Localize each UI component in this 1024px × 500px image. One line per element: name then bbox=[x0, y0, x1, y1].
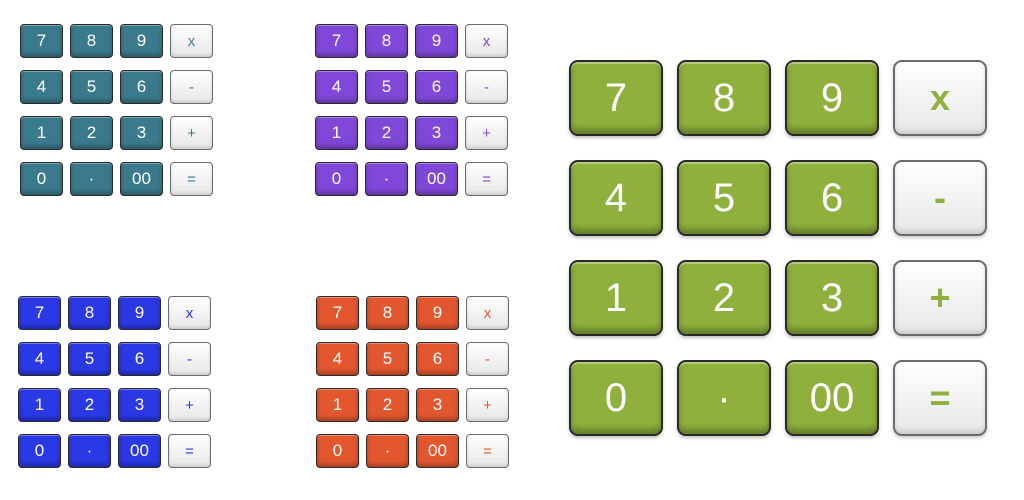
key-subtract-orange[interactable]: - bbox=[466, 342, 509, 376]
key-8-green[interactable]: 8 bbox=[677, 60, 771, 136]
key-3-teal[interactable]: 3 bbox=[120, 116, 163, 150]
key-5-orange[interactable]: 5 bbox=[366, 342, 409, 376]
key-decimal-point-teal[interactable]: · bbox=[70, 162, 113, 196]
key-add-purple[interactable]: + bbox=[465, 116, 508, 150]
key-3-orange[interactable]: 3 bbox=[416, 388, 459, 422]
key-2-orange[interactable]: 2 bbox=[366, 388, 409, 422]
key-9-blue[interactable]: 9 bbox=[118, 296, 161, 330]
key-multiply-green[interactable]: x bbox=[893, 60, 987, 136]
key-6-purple[interactable]: 6 bbox=[415, 70, 458, 104]
key-0-green[interactable]: 0 bbox=[569, 360, 663, 436]
key-9-teal[interactable]: 9 bbox=[120, 24, 163, 58]
key-4-teal[interactable]: 4 bbox=[20, 70, 63, 104]
key-subtract-blue[interactable]: - bbox=[168, 342, 211, 376]
key-decimal-point-green[interactable]: · bbox=[677, 360, 771, 436]
key-0-teal[interactable]: 0 bbox=[20, 162, 63, 196]
key-double-zero-green[interactable]: 00 bbox=[785, 360, 879, 436]
key-add-teal[interactable]: + bbox=[170, 116, 213, 150]
key-4-blue[interactable]: 4 bbox=[18, 342, 61, 376]
key-8-teal[interactable]: 8 bbox=[70, 24, 113, 58]
key-equals-green[interactable]: = bbox=[893, 360, 987, 436]
key-double-zero-blue[interactable]: 00 bbox=[118, 434, 161, 468]
key-decimal-point-blue[interactable]: · bbox=[68, 434, 111, 468]
key-6-blue[interactable]: 6 bbox=[118, 342, 161, 376]
key-7-purple[interactable]: 7 bbox=[315, 24, 358, 58]
key-double-zero-teal[interactable]: 00 bbox=[120, 162, 163, 196]
key-8-blue[interactable]: 8 bbox=[68, 296, 111, 330]
key-2-teal[interactable]: 2 bbox=[70, 116, 113, 150]
key-3-blue[interactable]: 3 bbox=[118, 388, 161, 422]
key-6-green[interactable]: 6 bbox=[785, 160, 879, 236]
key-4-purple[interactable]: 4 bbox=[315, 70, 358, 104]
key-5-teal[interactable]: 5 bbox=[70, 70, 113, 104]
key-2-blue[interactable]: 2 bbox=[68, 388, 111, 422]
key-0-blue[interactable]: 0 bbox=[18, 434, 61, 468]
key-9-orange[interactable]: 9 bbox=[416, 296, 459, 330]
key-7-teal[interactable]: 7 bbox=[20, 24, 63, 58]
key-1-orange[interactable]: 1 bbox=[316, 388, 359, 422]
key-multiply-orange[interactable]: x bbox=[466, 296, 509, 330]
key-multiply-purple[interactable]: x bbox=[465, 24, 508, 58]
key-2-green[interactable]: 2 bbox=[677, 260, 771, 336]
key-5-blue[interactable]: 5 bbox=[68, 342, 111, 376]
key-1-teal[interactable]: 1 bbox=[20, 116, 63, 150]
key-1-green[interactable]: 1 bbox=[569, 260, 663, 336]
key-equals-teal[interactable]: = bbox=[170, 162, 213, 196]
key-multiply-teal[interactable]: x bbox=[170, 24, 213, 58]
key-multiply-blue[interactable]: x bbox=[168, 296, 211, 330]
key-add-green[interactable]: + bbox=[893, 260, 987, 336]
key-double-zero-orange[interactable]: 00 bbox=[416, 434, 459, 468]
key-add-orange[interactable]: + bbox=[466, 388, 509, 422]
key-equals-purple[interactable]: = bbox=[465, 162, 508, 196]
key-3-green[interactable]: 3 bbox=[785, 260, 879, 336]
key-1-blue[interactable]: 1 bbox=[18, 388, 61, 422]
key-decimal-point-orange[interactable]: · bbox=[366, 434, 409, 468]
key-5-purple[interactable]: 5 bbox=[365, 70, 408, 104]
key-equals-orange[interactable]: = bbox=[466, 434, 509, 468]
key-0-purple[interactable]: 0 bbox=[315, 162, 358, 196]
key-equals-blue[interactable]: = bbox=[168, 434, 211, 468]
key-9-green[interactable]: 9 bbox=[785, 60, 879, 136]
key-double-zero-purple[interactable]: 00 bbox=[415, 162, 458, 196]
key-add-blue[interactable]: + bbox=[168, 388, 211, 422]
key-3-purple[interactable]: 3 bbox=[415, 116, 458, 150]
key-2-purple[interactable]: 2 bbox=[365, 116, 408, 150]
key-6-teal[interactable]: 6 bbox=[120, 70, 163, 104]
key-0-orange[interactable]: 0 bbox=[316, 434, 359, 468]
key-9-purple[interactable]: 9 bbox=[415, 24, 458, 58]
key-6-orange[interactable]: 6 bbox=[416, 342, 459, 376]
key-7-blue[interactable]: 7 bbox=[18, 296, 61, 330]
key-decimal-point-purple[interactable]: · bbox=[365, 162, 408, 196]
key-subtract-green[interactable]: - bbox=[893, 160, 987, 236]
key-7-orange[interactable]: 7 bbox=[316, 296, 359, 330]
key-7-green[interactable]: 7 bbox=[569, 60, 663, 136]
key-5-green[interactable]: 5 bbox=[677, 160, 771, 236]
key-subtract-purple[interactable]: - bbox=[465, 70, 508, 104]
key-4-green[interactable]: 4 bbox=[569, 160, 663, 236]
key-8-purple[interactable]: 8 bbox=[365, 24, 408, 58]
key-1-purple[interactable]: 1 bbox=[315, 116, 358, 150]
key-subtract-teal[interactable]: - bbox=[170, 70, 213, 104]
key-8-orange[interactable]: 8 bbox=[366, 296, 409, 330]
key-4-orange[interactable]: 4 bbox=[316, 342, 359, 376]
